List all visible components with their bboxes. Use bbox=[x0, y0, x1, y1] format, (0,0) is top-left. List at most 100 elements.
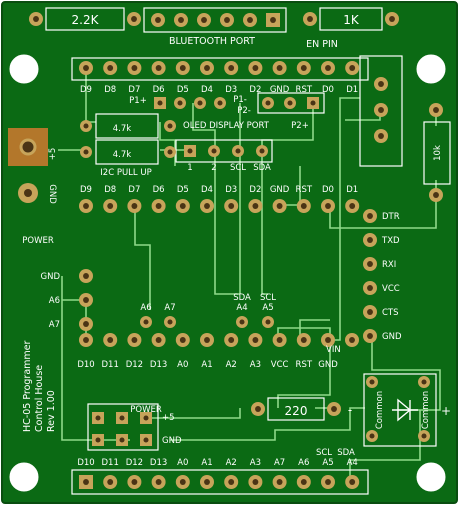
bottom-header-pad-a4-hole bbox=[349, 479, 356, 485]
bottom-header-label-a7: A7 bbox=[274, 458, 285, 468]
title-line-1: HC-05 Programmer bbox=[22, 341, 33, 432]
resistor-220-pad-left-hole bbox=[255, 406, 261, 412]
bottom-header-pad-a7-hole bbox=[276, 479, 283, 485]
led-pad-1-hole bbox=[369, 379, 375, 385]
mid-header-label-rst: RST bbox=[296, 185, 313, 195]
serial-pad-dtr-hole bbox=[367, 213, 373, 219]
silkscreen-outlines bbox=[45, 7, 451, 495]
oled-header-label-2: 2 bbox=[211, 163, 216, 173]
mid-header-pad-rst-hole bbox=[300, 203, 307, 209]
right-connector-pad-3-hole bbox=[378, 133, 384, 139]
led-plus-label: + bbox=[441, 404, 451, 418]
analog-mid-label-a7: A7 bbox=[164, 303, 175, 313]
top-header-label-d7: D7 bbox=[128, 85, 140, 95]
bottom-header-label-d10: D10 bbox=[77, 458, 94, 468]
right-connector-outline bbox=[359, 55, 403, 167]
bottom-row-pad-gnd-hole bbox=[325, 337, 331, 343]
mid-header-pad-d6-hole bbox=[155, 203, 162, 209]
p2-header-pad-2-hole bbox=[287, 100, 293, 106]
p1-header-pad-1-hole bbox=[157, 100, 163, 106]
serial-label-cts: CTS bbox=[382, 308, 399, 318]
mid-header-pad-gnd-hole bbox=[276, 203, 283, 209]
bottom-row-pad-d10-hole bbox=[83, 337, 89, 343]
title-line-2: Control House bbox=[34, 365, 45, 432]
serial-label-rxi: RXI bbox=[382, 260, 396, 270]
top-header-label-gnd: GND bbox=[270, 85, 290, 95]
oled-header-pad-3-hole bbox=[235, 148, 241, 154]
bottom-header-label-a6: A6 bbox=[298, 458, 309, 468]
bottom-header-pad-d13-hole bbox=[155, 479, 162, 485]
top-header-pad-d1-hole bbox=[349, 65, 356, 71]
mid-header-label-d2: D2 bbox=[249, 185, 261, 195]
serial-pad-vcc-hole bbox=[367, 285, 373, 291]
serial-label-dtr: DTR bbox=[382, 212, 400, 222]
oled-header-pad-1-hole bbox=[187, 148, 193, 154]
bottom-row-pad-vcc-hole bbox=[276, 337, 283, 343]
bottom-row-pad-a0-hole bbox=[179, 337, 186, 343]
p1-minus-label: P1- bbox=[233, 95, 247, 105]
mid-header-pad-d2-hole bbox=[252, 203, 259, 209]
bluetooth-port-pad-2-hole bbox=[178, 17, 184, 23]
pads-layer bbox=[29, 12, 443, 489]
bottom-row-pad-d13-hole bbox=[155, 337, 162, 343]
resistor-4k7-top-pad-left-hole bbox=[83, 123, 89, 129]
top-header-label-d5: D5 bbox=[177, 85, 189, 95]
p1-header-pad-3-hole bbox=[197, 100, 203, 106]
serial-pad-gnd-hole bbox=[367, 333, 373, 339]
bottom-header-pad-a2-hole bbox=[228, 479, 235, 485]
title-line-3: Rev 1.00 bbox=[46, 390, 57, 432]
left-pad-a6-hole bbox=[83, 297, 89, 303]
resistor-1k-pad-left-hole bbox=[307, 16, 313, 22]
p2-plus-label: P2+ bbox=[291, 121, 309, 131]
led-common-right-label: Common bbox=[421, 391, 431, 429]
bottom-row-pad-rst-hole bbox=[300, 337, 307, 343]
p1-header-pad-4-hole bbox=[217, 100, 223, 106]
left-pad-a7-hole bbox=[83, 321, 89, 327]
bottom-row-label-a2: A2 bbox=[226, 360, 237, 370]
p2-minus-label: P2- bbox=[237, 106, 251, 116]
bottom-row-pad-a1-hole bbox=[204, 337, 210, 343]
en-pin-label: EN PIN bbox=[306, 39, 338, 50]
mid-header-label-d9: D9 bbox=[80, 185, 92, 195]
top-header-label-d8: D8 bbox=[104, 85, 116, 95]
oled-display-port-label: OLED DISPLAY PORT bbox=[183, 121, 270, 131]
power-header-pad-bottom-2-hole bbox=[119, 437, 125, 443]
power-plus5-label: +5 bbox=[162, 413, 175, 423]
p1-plus-label: P1+ bbox=[129, 96, 147, 106]
left-pad-gnd-hole bbox=[83, 273, 89, 279]
top-header-pad-d9-hole bbox=[83, 65, 89, 71]
mid-header-label-d4: D4 bbox=[201, 185, 213, 195]
a5-mid-pad-hole bbox=[265, 319, 271, 325]
a5-mid-label: A5 bbox=[262, 303, 273, 313]
top-header-pad-d6-hole bbox=[155, 65, 162, 71]
resistor-4k7-top-label: 4.7k bbox=[113, 124, 132, 134]
a4-mid-pad-hole bbox=[239, 319, 245, 325]
led-common-left-label: Common bbox=[375, 391, 385, 429]
serial-label-vcc: VCC bbox=[382, 284, 400, 294]
power-header-outline bbox=[87, 403, 159, 451]
bottom-header-pad-a1-hole bbox=[204, 479, 210, 485]
bluetooth-port-pad-3-hole bbox=[201, 17, 207, 23]
bottom-row-label-rst: RST bbox=[296, 360, 313, 370]
mid-header-label-d0: D0 bbox=[322, 185, 334, 195]
bottom-scl-label: SCL bbox=[316, 448, 332, 458]
bottom-header-label-a5: A5 bbox=[322, 458, 333, 468]
serial-pad-txd-hole bbox=[367, 237, 373, 243]
plus5-left-label: +5 bbox=[48, 148, 58, 161]
led-outline bbox=[363, 373, 437, 447]
top-header-label-d4: D4 bbox=[201, 85, 213, 95]
top-header-label-d9: D9 bbox=[80, 85, 92, 95]
sda-mid-label: SDA bbox=[233, 293, 251, 303]
title-block: HC-05 Programmer Control House Rev 1.00 bbox=[22, 341, 57, 432]
bottom-header-outline bbox=[71, 469, 369, 495]
resistor-4k7-bottom-outline bbox=[95, 139, 159, 165]
serial-pad-cts-hole bbox=[367, 309, 373, 315]
power-box-label: POWER bbox=[130, 405, 162, 415]
bluetooth-port-outline bbox=[143, 7, 287, 33]
scl-mid-label: SCL bbox=[260, 293, 276, 303]
left-label-gnd: GND bbox=[41, 272, 61, 282]
resistor-1k-label: 1K bbox=[343, 13, 360, 27]
bottom-row-label-d12: D12 bbox=[126, 360, 143, 370]
